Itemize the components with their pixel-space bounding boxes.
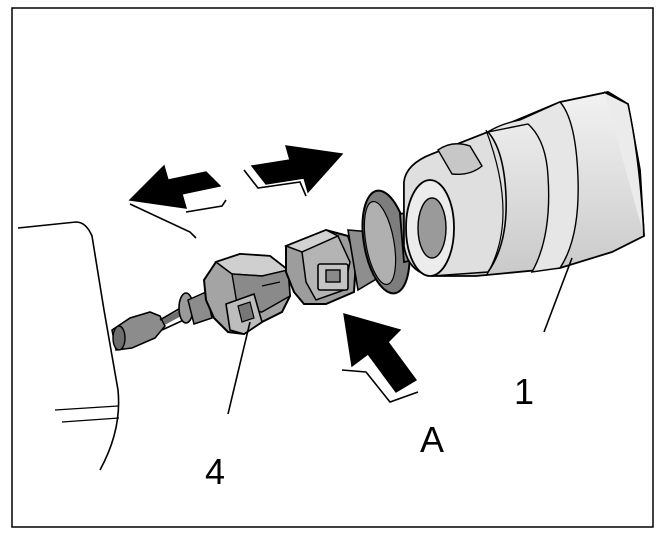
power-tool-1 [403, 91, 645, 277]
wire-harness [111, 290, 213, 351]
body-panel [17, 221, 120, 471]
arrow-right-icon [243, 145, 344, 197]
callout-label-4: 4 [205, 451, 225, 492]
flange-disc [361, 189, 411, 295]
arrow-up-icon [341, 313, 419, 403]
callout-label-1: 1 [514, 371, 534, 412]
plug-connector-4 [202, 252, 292, 336]
arrow-left-icon [128, 164, 227, 239]
callout-label-A: A [420, 419, 444, 460]
leader-line-4 [227, 321, 251, 415]
leader-line-1 [543, 257, 573, 333]
